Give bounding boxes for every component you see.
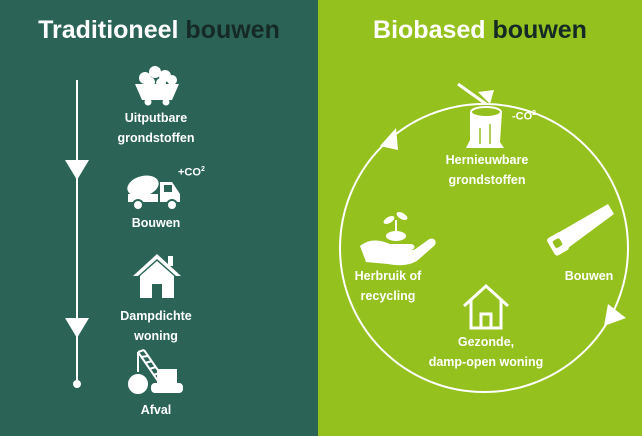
flow-end-dot: [73, 380, 81, 388]
cement-truck-icon: [127, 175, 180, 211]
traditional-title: Traditioneel bouwen: [38, 16, 280, 44]
house-outline-icon: [462, 283, 510, 330]
biobased-panel: Biobased bouwen: [318, 0, 642, 436]
house-icon: [133, 254, 181, 298]
traditional-panel: Traditioneel bouwen: [0, 0, 318, 436]
traditional-flow: [65, 66, 183, 394]
cycle-arrow-1: [380, 128, 398, 150]
flow-arrow-1: [65, 160, 89, 180]
cycle-arrow-2: [604, 304, 626, 326]
biobased-co2-label: -CO2: [512, 110, 537, 123]
traditional-step-2-label: Bouwen: [131, 216, 181, 230]
biobased-cycle: [339, 82, 629, 393]
traditional-co2-label: +CO2: [178, 166, 205, 179]
biobased-title: Biobased bouwen: [373, 16, 587, 44]
saw-icon: [547, 204, 614, 256]
flow-arrow-2: [65, 318, 89, 338]
tree-stump-axe-icon: [457, 82, 504, 148]
traditional-step-4-label: Afval: [140, 403, 172, 417]
biobased-step-3-label: Gezonde,damp-open woning: [428, 335, 544, 369]
coal-cart-icon: [135, 66, 179, 106]
wrecking-crane-icon: [128, 349, 183, 394]
biobased-step-2-label: Bouwen: [564, 269, 614, 283]
hand-sprout-icon: [360, 212, 436, 266]
